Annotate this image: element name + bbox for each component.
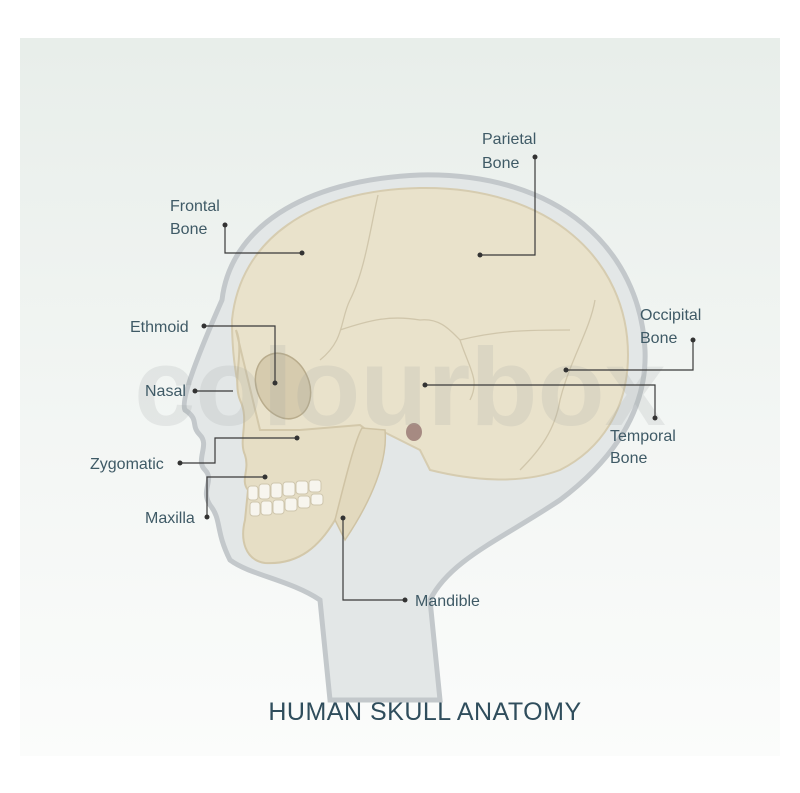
diagram-title: HUMAN SKULL ANATOMY: [268, 698, 581, 726]
teeth: [247, 479, 324, 517]
label-frontal-bone: Bone: [170, 221, 207, 238]
skull-mandible: [334, 427, 387, 542]
label-occipital-bone: Bone: [640, 330, 677, 347]
ear-canal: [406, 423, 422, 441]
label-parietal: Parietal: [482, 131, 536, 148]
label-zygomatic: Zygomatic: [90, 456, 164, 473]
watermark: colourbox: [134, 326, 666, 449]
label-occipital: Occipital: [640, 307, 701, 324]
label-frontal: Frontal: [170, 198, 220, 215]
label-maxilla: Maxilla: [145, 510, 195, 527]
label-temporal: Temporal: [610, 428, 676, 445]
label-nasal: Nasal: [145, 383, 186, 400]
label-temporal-bone: Bone: [610, 450, 647, 467]
skull-sutures: [319, 194, 596, 471]
label-mandible: Mandible: [415, 593, 480, 610]
eye-orbit: [254, 352, 312, 420]
label-ethmoid: Ethmoid: [130, 319, 189, 336]
label-parietal-bone: Bone: [482, 155, 519, 172]
leader-lines: [177, 154, 696, 603]
